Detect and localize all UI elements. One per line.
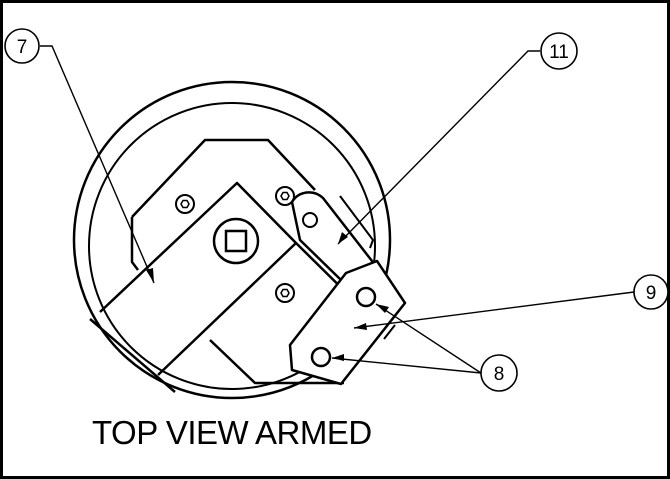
leader-arrowheads [146, 232, 389, 361]
leader-lines [40, 45, 635, 374]
retaining-plate-edge [359, 302, 406, 361]
view-caption: TOP VIEW ARMED [92, 414, 372, 451]
callout-9: 9 [633, 274, 669, 310]
hex-bolt [175, 194, 195, 214]
leader-9 [353, 291, 635, 329]
callout-7: 7 [4, 28, 40, 64]
lever-arm-edge [89, 318, 176, 393]
latch-arm-side [339, 195, 375, 249]
callout-label: 11 [549, 42, 569, 63]
callout-label: 8 [494, 364, 505, 385]
pivot-pin [302, 212, 318, 228]
outer-ring [72, 80, 392, 400]
callout-8: 8 [480, 354, 518, 392]
rivet [355, 286, 377, 308]
leader-11 [337, 50, 540, 245]
leader-8a [375, 303, 482, 374]
callout-label: 7 [17, 37, 28, 58]
square-drive [224, 229, 248, 253]
inner-ring [88, 102, 376, 390]
callout-11: 11 [540, 32, 578, 70]
hex-bolt [275, 283, 295, 303]
callout-label: 9 [646, 283, 657, 304]
retaining-plate [288, 259, 407, 386]
square-drive-boss [212, 217, 260, 265]
leader-7 [40, 45, 155, 284]
hex-bolt [275, 186, 295, 206]
lever-arm [99, 181, 298, 376]
rivet [310, 346, 332, 368]
leader-8b [331, 357, 482, 374]
